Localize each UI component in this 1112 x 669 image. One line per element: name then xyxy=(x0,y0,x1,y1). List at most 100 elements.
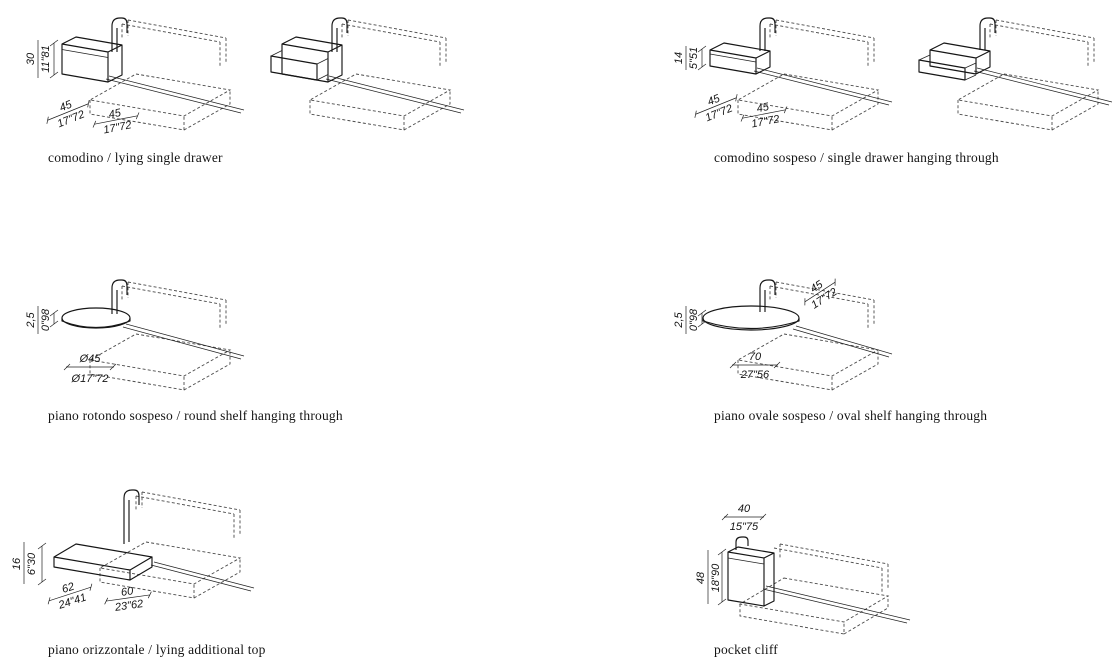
hook-bracket xyxy=(123,489,140,544)
hanging-drawer-unit xyxy=(709,42,771,75)
depth-in: 24"41 xyxy=(56,592,88,612)
width-cm: 40 xyxy=(738,503,751,515)
figure-caption: pocket cliff xyxy=(714,642,778,658)
height-cm: 16 xyxy=(11,557,23,570)
bed-platform-dashed xyxy=(88,333,232,391)
figure-section-piano-rotondo: 2,5 0"98 Ø45 Ø17"72 piano rotondo sospes… xyxy=(8,258,468,438)
dimension-depth: 45 17"72 xyxy=(694,92,738,125)
caption-english: oval shelf hanging through xyxy=(836,408,988,423)
height-in: 5"51 xyxy=(688,47,700,69)
width-in: 17"72 xyxy=(750,113,780,130)
thickness-cm: 2,5 xyxy=(25,311,37,328)
figure-caption: comodino sospeso / single drawer hanging… xyxy=(714,150,999,166)
height-cm: 30 xyxy=(25,52,37,65)
headboard-dashed xyxy=(989,19,1095,66)
figure-section-comodino: 30 11"81 45 17"72 45 17"72 xyxy=(8,6,468,186)
caption-italian: comodino sospeso xyxy=(714,150,817,165)
headboard-dashed xyxy=(121,281,227,328)
height-cm: 48 xyxy=(695,571,707,584)
caption-italian: piano orizzontale xyxy=(48,642,145,657)
width-cm: 45 xyxy=(756,101,771,115)
dimension-diameter: Ø45 Ø17"72 xyxy=(63,353,117,385)
hook-bracket xyxy=(979,17,996,50)
dimension-width: 40 15"75 xyxy=(721,503,767,533)
headboard-dashed xyxy=(773,543,889,592)
bed-platform-dashed xyxy=(738,577,890,635)
thickness-in: 0"98 xyxy=(688,308,700,331)
lying-top-drawing: 16 6"30 62 24"41 60 23"62 xyxy=(11,489,255,614)
figure-caption: piano rotondo sospeso / round shelf hang… xyxy=(48,408,343,424)
oval-shelf-drawing: 2,5 0"98 45 17"72 70 27"56 xyxy=(673,278,893,391)
caption-separator: / xyxy=(816,150,828,165)
width-cm: 60 xyxy=(120,585,135,599)
caption-separator: / xyxy=(172,408,185,423)
rail-lines xyxy=(792,325,893,358)
dimension-height: 48 18"90 xyxy=(695,548,727,606)
comodino-closed-drawing: 30 11"81 45 17"72 45 17"72 xyxy=(25,17,245,136)
bed-platform-dashed xyxy=(88,73,232,131)
caption-english: lying single drawer xyxy=(114,150,223,165)
caption-english: single drawer hanging through xyxy=(827,150,999,165)
depth-cm: 45 xyxy=(706,92,723,108)
height-in: 6"30 xyxy=(26,552,38,575)
dimension-thickness: 2,5 0"98 xyxy=(25,306,59,334)
width-in: 17"72 xyxy=(102,119,132,136)
height-in: 18"90 xyxy=(710,563,722,592)
drawer-unit xyxy=(61,36,123,83)
headboard-dashed xyxy=(769,281,875,328)
pocket-cliff-drawing: 40 15"75 48 18"90 xyxy=(695,503,911,635)
hook-bracket xyxy=(111,17,128,52)
dimension-height: 16 6"30 xyxy=(11,542,47,586)
hook-bracket xyxy=(331,17,348,52)
figure-caption: comodino / lying single drawer xyxy=(48,150,223,166)
width-cm: 70 xyxy=(749,351,762,363)
caption-separator: / xyxy=(144,642,156,657)
pocket-unit xyxy=(727,536,775,607)
caption-italian: pocket cliff xyxy=(714,642,779,657)
dimension-width: 60 23"62 xyxy=(104,585,152,614)
comodino-sospeso-open-drawing xyxy=(918,17,1112,131)
dimension-height: 14 5"51 xyxy=(673,45,707,71)
depth-in: 17"72 xyxy=(56,109,87,131)
lying-top-panel xyxy=(53,543,153,581)
height-in: 11"81 xyxy=(40,45,52,73)
figure-caption: piano orizzontale / lying additional top xyxy=(48,642,266,658)
hook-bracket xyxy=(759,279,776,312)
diameter-cm: Ø45 xyxy=(79,353,102,365)
diameter-in: Ø17"72 xyxy=(71,373,109,385)
caption-english: round shelf hanging through xyxy=(184,408,343,423)
caption-italian: piano rotondo sospeso xyxy=(48,408,173,423)
thickness-in: 0"98 xyxy=(40,308,52,331)
width-in: 15"75 xyxy=(730,521,759,533)
round-shelf xyxy=(61,307,131,329)
hook-bracket xyxy=(111,279,128,314)
dimension-depth: 45 17"72 xyxy=(46,98,90,131)
headboard-dashed xyxy=(769,19,875,66)
depth-cm: 45 xyxy=(58,98,75,114)
figure-section-piano-orizzontale: 16 6"30 62 24"41 60 23"62 piano orizzont… xyxy=(8,472,468,662)
caption-italian: comodino xyxy=(48,150,104,165)
headboard-dashed xyxy=(135,491,241,538)
figure-section-comodino-sospeso: 14 5"51 45 17"72 45 17"72 xyxy=(656,6,1112,186)
height-cm: 14 xyxy=(673,52,685,64)
rail-lines xyxy=(762,585,911,624)
bed-platform-dashed xyxy=(736,73,880,131)
figure-caption: piano ovale sospeso / oval shelf hanging… xyxy=(714,408,987,424)
width-in: 27"56 xyxy=(740,369,770,381)
caption-separator: / xyxy=(825,408,837,423)
thickness-cm: 2,5 xyxy=(673,311,685,328)
width-cm: 45 xyxy=(108,107,123,121)
rail-lines xyxy=(122,323,245,360)
drawer-unit-open xyxy=(270,36,343,83)
dimension-width: 45 17"72 xyxy=(740,101,788,130)
hanging-drawer-unit-open xyxy=(918,42,991,81)
comodino-sospeso-closed-drawing: 14 5"51 45 17"72 45 17"72 xyxy=(673,17,893,131)
headboard-dashed xyxy=(341,19,447,66)
bed-platform-dashed xyxy=(956,73,1100,131)
depth-cm: 62 xyxy=(60,581,75,596)
bed-platform-dashed xyxy=(308,73,452,131)
hook-bracket xyxy=(759,17,776,51)
depth-in: 17"72 xyxy=(704,103,735,125)
round-shelf-drawing: 2,5 0"98 Ø45 Ø17"72 xyxy=(25,279,245,391)
figure-section-piano-ovale: 2,5 0"98 45 17"72 70 27"56 piano ovale s… xyxy=(656,258,1112,438)
